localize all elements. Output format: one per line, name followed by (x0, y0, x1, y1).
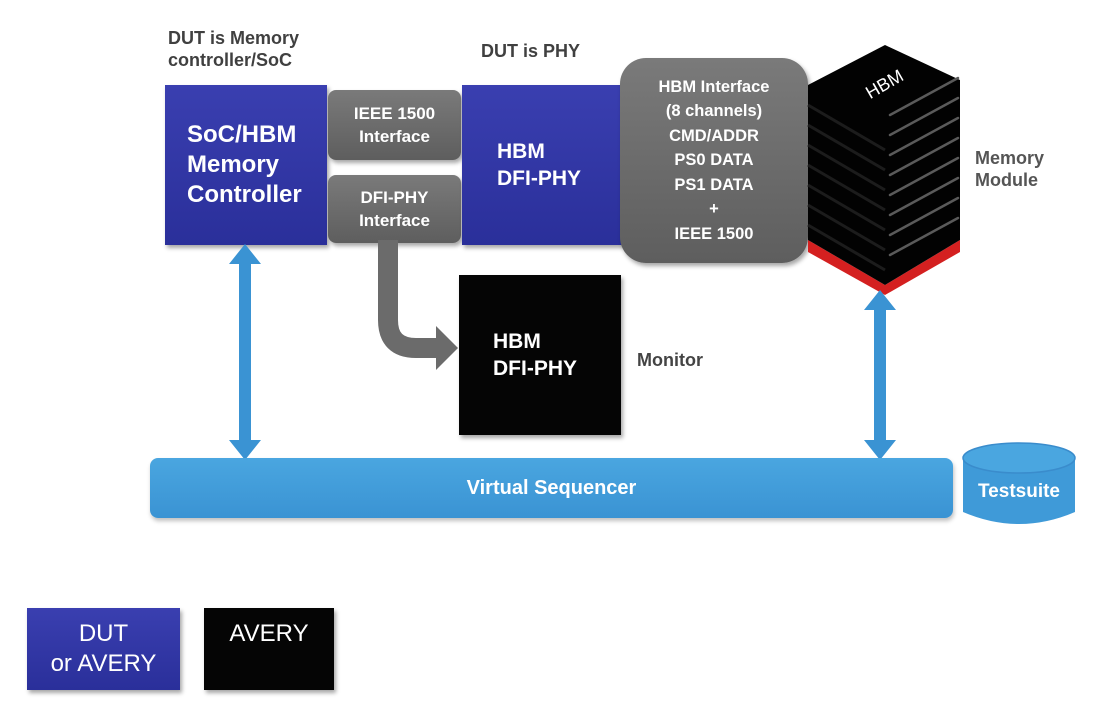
testsuite-database-icon: Testsuite (962, 442, 1076, 524)
hbm-memory-stack-icon: HBM (807, 45, 960, 295)
legend-avery: AVERY (204, 608, 334, 690)
hbm-base-red (808, 240, 960, 295)
virtual-sequencer-block: Virtual Sequencer (150, 458, 953, 518)
caption-line: Memory (975, 148, 1045, 168)
block-line: HBM Interface (658, 77, 770, 96)
block-line: Interface (359, 211, 430, 230)
block-line: CMD/ADDR (669, 126, 759, 145)
block-line: DFI-PHY (493, 357, 577, 380)
block-line: (8 channels) (665, 102, 763, 121)
block-line: IEEE 1500 (353, 104, 436, 123)
block-line: PS1 DATA (674, 175, 754, 194)
caption-monitor: Monitor (637, 350, 703, 370)
monitor-hbm-dfi-phy-block: HBM DFI-PHY (459, 275, 621, 435)
dfi-phy-interface-block: DFI-PHY Interface (328, 175, 461, 243)
block-line: HBM (497, 140, 545, 163)
block-line: PS0 DATA (674, 151, 754, 170)
caption-line: Module (975, 170, 1038, 190)
legend-line: DUT (78, 620, 129, 647)
block-line: Controller (187, 181, 302, 208)
block-line: + (709, 200, 719, 219)
monitor-tap-arrow-icon (378, 240, 458, 370)
hbm-dfi-phy-block: HBM DFI-PHY (462, 85, 624, 245)
caption-memory-module: Memory Module (975, 147, 1044, 191)
caption-line: controller/SoC (168, 50, 293, 70)
ieee-1500-interface-block: IEEE 1500 Interface (328, 90, 461, 160)
block-line: SoC/HBM (187, 121, 297, 148)
testsuite-label: Testsuite (978, 481, 1060, 502)
caption-line: DUT is Memory (168, 28, 300, 48)
block-line: Memory (187, 151, 280, 178)
caption-dut-phy: DUT is PHY (481, 41, 581, 61)
bidirectional-arrow-right-icon (864, 290, 896, 460)
hbm-stack-body (808, 45, 960, 285)
block-line: HBM (493, 330, 541, 353)
block-line: Interface (359, 127, 430, 146)
block-line: DFI-PHY (360, 188, 429, 207)
legend-dut-or-avery: DUT or AVERY (27, 608, 180, 690)
hbm-interface-block: HBM Interface (8 channels) CMD/ADDR PS0 … (620, 58, 808, 263)
block-line: IEEE 1500 (674, 224, 754, 243)
soc-memory-controller-block: SoC/HBM Memory Controller (165, 85, 327, 245)
legend-line: or AVERY (50, 650, 157, 677)
block-line: DFI-PHY (497, 167, 581, 190)
bidirectional-arrow-left-icon (229, 244, 261, 460)
caption-dut-memory-controller: DUT is Memory controller/SoC (168, 27, 299, 71)
